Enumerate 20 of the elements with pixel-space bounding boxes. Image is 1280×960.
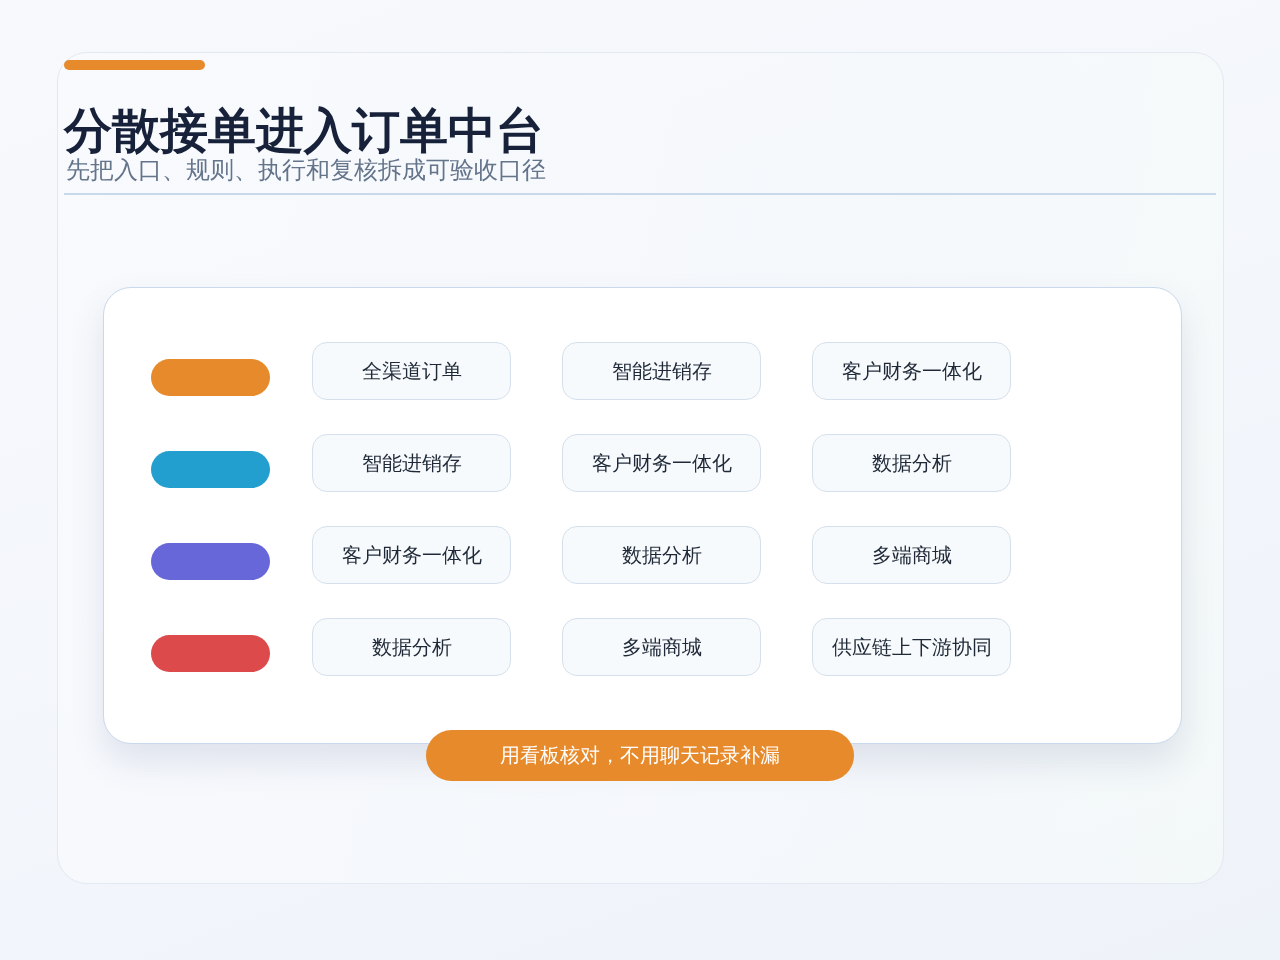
panel-card xyxy=(103,287,1182,744)
module-card: 数据分析 xyxy=(812,434,1011,492)
subtitle: 先把入口、规则、执行和复核拆成可验收口径 xyxy=(66,157,546,184)
module-card: 多端商城 xyxy=(562,618,761,676)
note-banner: 用看板核对，不用聊天记录补漏 xyxy=(426,730,854,781)
module-card: 数据分析 xyxy=(562,526,761,584)
module-card: 供应链上下游协同 xyxy=(812,618,1011,676)
module-card: 客户财务一体化 xyxy=(812,342,1011,400)
row-marker xyxy=(151,635,270,672)
module-card: 全渠道订单 xyxy=(312,342,511,400)
module-card: 多端商城 xyxy=(812,526,1011,584)
row-marker xyxy=(151,359,270,396)
row-marker xyxy=(151,451,270,488)
module-card: 客户财务一体化 xyxy=(312,526,511,584)
page-title: 分散接单进入订单中台 xyxy=(64,106,544,154)
row-marker xyxy=(151,543,270,580)
module-card: 智能进销存 xyxy=(562,342,761,400)
module-card: 数据分析 xyxy=(312,618,511,676)
module-card: 客户财务一体化 xyxy=(562,434,761,492)
module-card: 智能进销存 xyxy=(312,434,511,492)
